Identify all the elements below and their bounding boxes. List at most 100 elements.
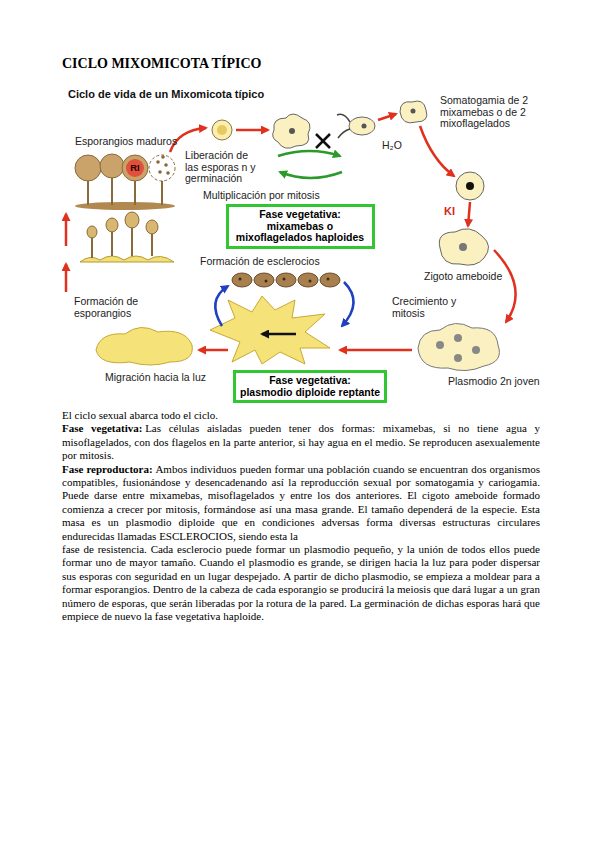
water-label: H₂O	[382, 140, 402, 152]
nucleus	[362, 124, 367, 129]
red-arrow	[420, 126, 454, 176]
zygote	[439, 229, 488, 265]
diploid-plasmodium	[210, 296, 330, 364]
sporangium-head	[75, 155, 101, 181]
red-arrow	[378, 114, 396, 120]
green-arrow	[280, 172, 342, 178]
red-arrow	[199, 349, 228, 352]
sclerotium-dot	[283, 278, 286, 281]
section-lead: Fase reproductora:	[62, 463, 153, 475]
stage-label: Formación de esporangios	[74, 296, 146, 319]
black-arrow	[262, 333, 296, 336]
myxamoeba	[273, 114, 310, 148]
spore-dot	[156, 160, 160, 164]
forming-stalk	[151, 232, 153, 256]
sclerotium	[276, 273, 296, 287]
blue-arrow	[215, 286, 228, 326]
sporangium-head	[100, 154, 124, 178]
stage-label: Formación de esclerocios	[200, 256, 320, 268]
spore-dot	[164, 163, 168, 167]
node-text: Fase vegetativa:	[240, 375, 380, 387]
stage-label: Zigoto ameboide	[424, 271, 502, 283]
stage-label: Esporangios maduros	[75, 136, 177, 148]
myxoflagellate	[349, 117, 375, 135]
red-arrow	[65, 264, 68, 292]
sporangia-base	[75, 202, 175, 210]
nucleus	[459, 243, 467, 251]
blue-arrow	[342, 282, 354, 326]
paragraph: Fase reproductora:Ambos individuos puede…	[62, 463, 540, 543]
spore-dot	[161, 155, 165, 159]
paragraph: Fase vegetativa:Las células aisladas pue…	[62, 422, 540, 462]
stage-label: Multiplicación por mitosis	[203, 190, 320, 202]
red-arrow	[494, 250, 516, 322]
forming-stalk	[111, 230, 113, 256]
page-title: CICLO MIXOMICOTA TÍPICO	[62, 56, 261, 72]
spore	[212, 120, 232, 140]
stage-label: Somatogamia de 2 mixamebas o de 2 mixofl…	[440, 95, 536, 130]
red-arrow	[340, 349, 412, 352]
stage-label: Crecimiento y mitosis	[392, 296, 464, 319]
red-arrow	[236, 129, 268, 132]
nucleus	[466, 182, 474, 190]
forming-head	[106, 218, 118, 232]
nucleus	[289, 128, 295, 134]
forming-head	[125, 212, 139, 228]
young-plasmodium	[418, 323, 499, 370]
paragraph-text: El ciclo sexual abarca todo el ciclo.	[62, 409, 218, 421]
node-text: Fase vegetativa:	[233, 209, 368, 221]
sclerotium	[254, 273, 274, 287]
sporangium-stalk	[87, 180, 89, 205]
bursting-sporangium	[149, 155, 175, 181]
sporangium-stalk	[134, 180, 136, 205]
cross-mark	[316, 134, 330, 148]
sclerotium-dot	[309, 280, 312, 283]
cross-mark	[316, 134, 330, 148]
sclerotium	[298, 273, 318, 287]
flagellum	[338, 129, 350, 138]
stage-label: Liberación de las esporas n y germinació…	[185, 150, 261, 185]
phase-box: Fase vegetativa:mixamebas o mixoflagelad…	[226, 204, 375, 249]
green-arrow	[278, 151, 340, 156]
paragraph: fase de resistencia. Cada esclerocio pue…	[62, 543, 540, 623]
stage-label: Migración hacia la luz	[105, 372, 206, 384]
diagram-heading: Ciclo de vida de un Mixomicota típico	[68, 89, 264, 101]
nucleus	[436, 341, 444, 349]
spore-dot	[158, 170, 162, 174]
fused-cell	[456, 172, 484, 200]
paragraph: El ciclo sexual abarca todo el ciclo.	[62, 409, 540, 422]
nucleus	[454, 354, 462, 362]
node-text: mixamebas o mixoflagelados haploides	[233, 221, 368, 244]
sclerotium	[320, 273, 340, 287]
stage-label: Plasmodio 2n joven	[448, 376, 540, 388]
sporangium-marker: RI	[126, 159, 144, 177]
forming-stalk	[131, 226, 133, 256]
spore-dot	[166, 171, 170, 175]
sporangium-head	[122, 155, 148, 181]
stage-marker: KI	[444, 206, 455, 218]
section-lead: Fase vegetativa:	[62, 422, 142, 434]
phase-box: Fase vegetativa:plasmodio diploide repta…	[233, 370, 387, 403]
sclerotium-dot	[239, 278, 242, 281]
forming-stalk	[91, 236, 93, 258]
nucleus	[454, 334, 462, 342]
node-text: plasmodio diploide reptante	[240, 387, 380, 399]
nucleus	[411, 109, 416, 114]
body-text: El ciclo sexual abarca todo el ciclo.Fas…	[62, 409, 540, 624]
forming-head	[146, 220, 158, 234]
sporangium-stalk	[161, 180, 163, 205]
red-arrow	[468, 202, 470, 226]
myxamoeba	[400, 101, 427, 123]
nucleus	[472, 346, 480, 354]
sclerotium-dot	[327, 278, 330, 281]
sporangium-stalk	[111, 178, 113, 205]
forming-head	[87, 226, 97, 238]
paragraph-text: fase de resistencia. Cada esclerocio pue…	[62, 543, 540, 622]
red-arrow	[65, 214, 68, 246]
spore-core	[217, 125, 227, 135]
sclerotium	[232, 273, 252, 287]
migrating-plasmodium	[96, 327, 192, 365]
sclerotium-dot	[265, 280, 268, 283]
node-text: RI	[130, 163, 140, 173]
